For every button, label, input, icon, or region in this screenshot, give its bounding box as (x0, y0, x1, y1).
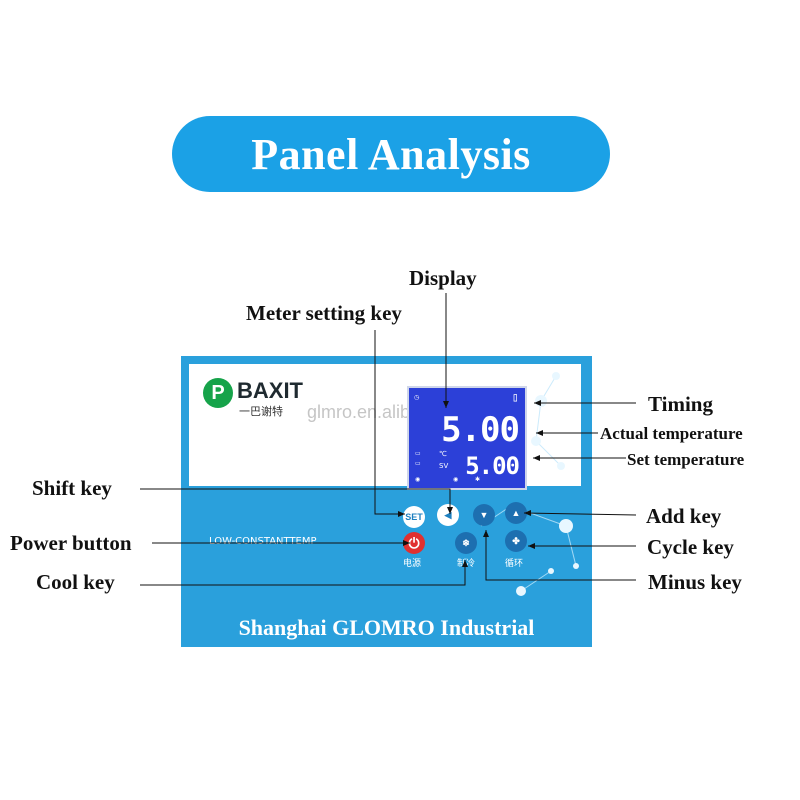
fan-icon: ✤ (512, 535, 520, 546)
status-icon-1: ▭ (415, 450, 421, 457)
label-cycle-key: Cycle key (647, 535, 734, 559)
cool-button[interactable]: ❄ (455, 532, 477, 554)
title-banner: Panel Analysis (172, 116, 610, 192)
label-display: Display (409, 266, 477, 290)
label-set-temperature: Set temperature (627, 450, 745, 469)
down-arrow-icon: ▼ (479, 510, 489, 520)
set-button[interactable]: SET (403, 506, 425, 528)
lcd-display: ◷ ▯ 5.00 ℃ SV ▭ ▭ 5.00 ◉ ◉ ✱ (407, 386, 527, 490)
power-button[interactable]: ⏻ (403, 532, 425, 554)
page-title: Panel Analysis (251, 129, 531, 179)
status-icon-2: ▭ (415, 460, 421, 467)
manufacturer-footer: Shanghai GLOMRO Industrial (238, 615, 535, 640)
status-dot-icon-2: ◉ (453, 476, 459, 483)
sv-label: SV (439, 462, 449, 470)
actual-temperature-value: 5.00 (441, 410, 520, 450)
left-arrow-icon: ◀ (444, 509, 452, 520)
brand-subtitle: 一巴谢特 (239, 405, 283, 418)
cycle-caption: 循环 (505, 559, 524, 569)
label-timing: Timing (648, 392, 713, 416)
unit-label: ℃ (439, 450, 447, 458)
model-text: LOW-CONSTANTTEMP (209, 536, 317, 547)
power-icon: ⏻ (408, 534, 420, 551)
status-dot-icon-1: ◉ (415, 476, 421, 483)
label-power-button: Power button (10, 531, 132, 555)
control-panel: P BAXIT 一巴谢特 glmro.en.alibaba.com (181, 356, 592, 647)
shift-button[interactable]: ◀ (437, 504, 459, 526)
power-caption: 电源 (403, 559, 422, 569)
status-dot-icon-3: ✱ (475, 476, 481, 483)
logo-mark-icon: P (203, 378, 233, 408)
label-actual-temperature: Actual temperature (600, 424, 743, 443)
label-add-key: Add key (646, 504, 722, 528)
timing-indicator: ▯ (511, 390, 519, 404)
set-temperature-value: 5.00 (465, 452, 520, 480)
snowflake-icon: ❄ (462, 537, 470, 548)
timer-icon: ◷ (414, 394, 420, 401)
label-cool-key: Cool key (36, 570, 115, 594)
brand-name: BAXIT (237, 378, 303, 403)
up-arrow-icon: ▲ (511, 508, 521, 518)
label-shift-key: Shift key (32, 476, 112, 500)
add-button[interactable]: ▲ (505, 502, 527, 524)
minus-button[interactable]: ▼ (473, 504, 495, 526)
cycle-button[interactable]: ✤ (505, 530, 527, 552)
label-meter-setting-key: Meter setting key (246, 301, 402, 325)
label-minus-key: Minus key (648, 570, 742, 594)
